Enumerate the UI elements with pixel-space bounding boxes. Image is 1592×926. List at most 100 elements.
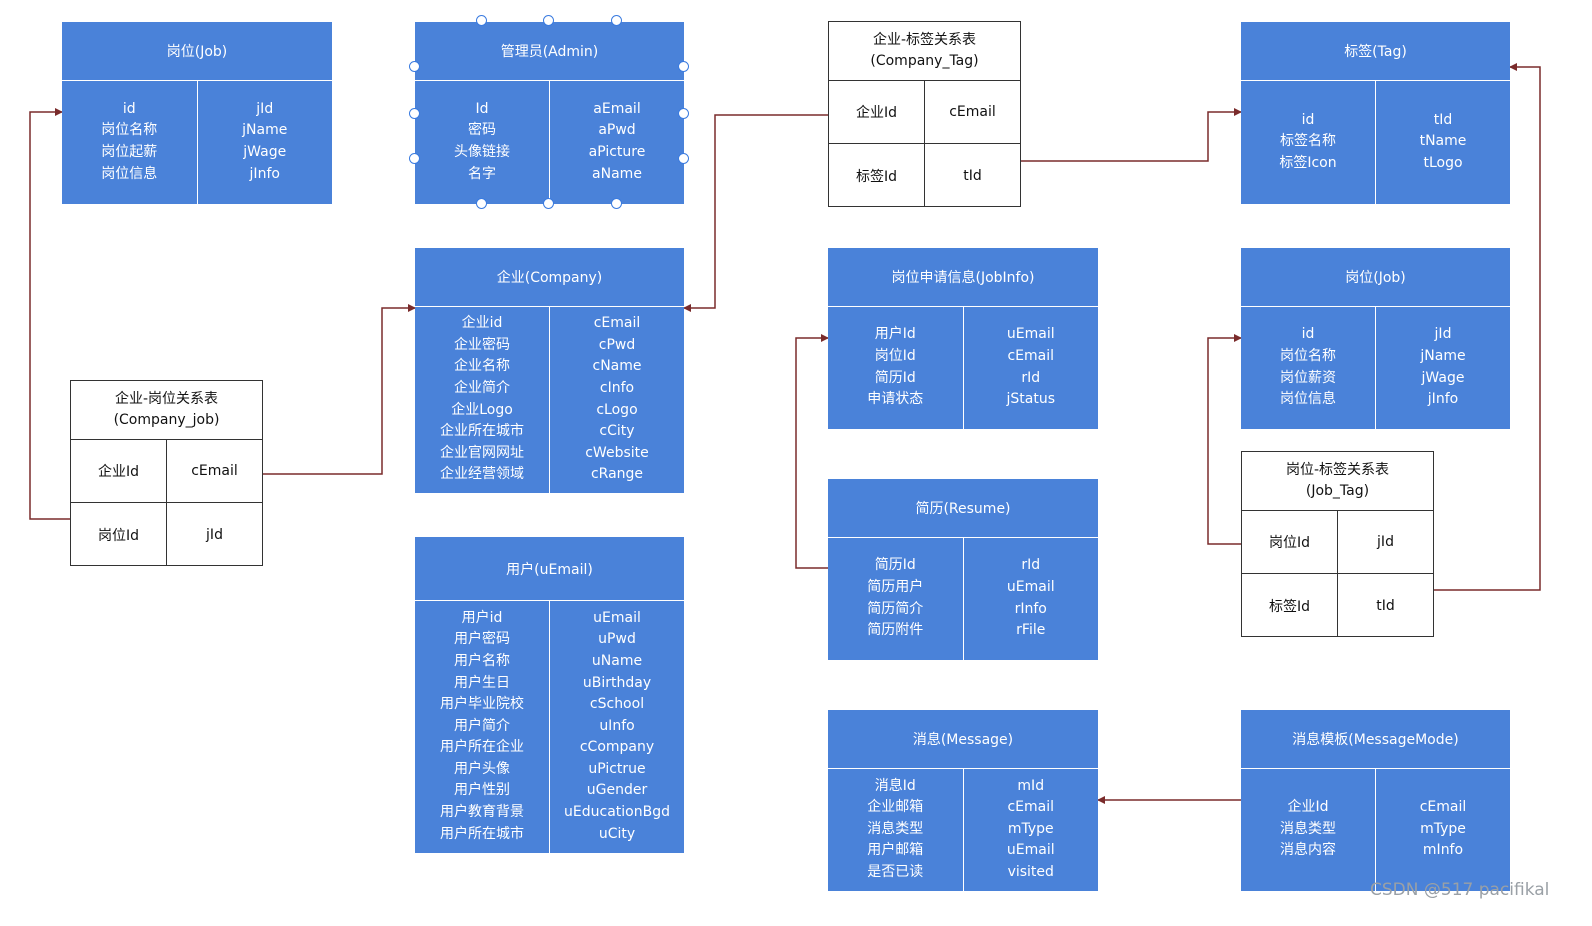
field-item: 岗位起薪: [101, 144, 158, 160]
field-item: uName: [591, 652, 643, 669]
entity-title: 简历(Resume): [828, 479, 1098, 538]
resize-handle[interactable]: [678, 108, 689, 119]
field-item: cPwd: [598, 336, 636, 353]
field-item: 用户id: [461, 609, 503, 626]
field-item: aPicture: [588, 144, 646, 160]
field-item: jInfo: [1427, 391, 1459, 408]
field-item: 企业名称: [454, 358, 510, 375]
field-item: mId: [1017, 777, 1045, 794]
resize-handle[interactable]: [611, 198, 622, 209]
connector-companyjob-to-company: [263, 304, 416, 475]
resize-handle[interactable]: [543, 198, 554, 209]
field-item: 岗位信息: [101, 165, 158, 182]
resize-handle[interactable]: [543, 15, 554, 26]
relation-subtitle: (Company_Tag): [870, 53, 979, 69]
field-item: 企业Logo: [451, 401, 513, 418]
field-item: id: [1301, 111, 1315, 128]
resize-handle[interactable]: [678, 61, 689, 72]
relation-job-tag[interactable]: 岗位-标签关系表 (Job_Tag) 岗位Id jId 标签Id tId: [1241, 451, 1434, 637]
field-item: uBirthday: [582, 674, 652, 691]
relation-field: 企业Id: [71, 439, 167, 502]
resize-handle[interactable]: [678, 153, 689, 164]
resize-handle[interactable]: [476, 198, 487, 209]
connector-companytag-to-tag: [1020, 108, 1242, 162]
field-item: 名字: [468, 165, 496, 182]
field-item: cCompany: [579, 739, 655, 756]
field-item: cRange: [590, 466, 644, 483]
relation-company-job[interactable]: 企业-岗位关系表 (Company_job) 企业Id cEmail 岗位Id …: [70, 380, 263, 566]
field-item: uGender: [586, 782, 648, 799]
field-item: jId: [1434, 326, 1452, 343]
relation-field: 标签Id: [1242, 574, 1338, 637]
field-item: uPwd: [598, 631, 636, 648]
entity-title: 标签(Tag): [1241, 22, 1510, 81]
field-item: cSchool: [589, 696, 645, 713]
field-item: aName: [592, 165, 642, 182]
field-item: 企业id: [461, 315, 503, 332]
relation-company-tag[interactable]: 企业-标签关系表 (Company_Tag) 企业Id cEmail 标签Id …: [828, 21, 1021, 207]
field-item: uCity: [598, 825, 636, 842]
field-item: 用户名称: [454, 652, 510, 669]
field-item: 用户性别: [454, 782, 510, 799]
relation-field: 岗位Id: [1242, 510, 1338, 573]
relation-title: 企业-岗位关系表: [114, 391, 219, 407]
resize-handle[interactable]: [409, 108, 420, 119]
field-item: tLogo: [1423, 154, 1463, 171]
field-item: 企业Id: [1287, 799, 1329, 816]
field-item: 岗位信息: [1280, 391, 1336, 408]
field-item: 消息Id: [874, 777, 916, 794]
field-item: 简历附件: [867, 622, 924, 639]
relation-subtitle: (Company_job): [113, 412, 220, 428]
field-item: jName: [1420, 347, 1466, 364]
field-item: 企业官网网址: [440, 444, 524, 461]
field-item: 用户密码: [454, 631, 510, 648]
relation-key: jId: [1377, 533, 1394, 550]
entity-title: 企业(Company): [415, 248, 684, 307]
field-item: jInfo: [249, 165, 280, 182]
connector-resume-to-jobinfo: [795, 334, 829, 569]
field-item: 企业邮箱: [867, 799, 924, 816]
field-item: tId: [1433, 111, 1453, 128]
resize-handle[interactable]: [611, 15, 622, 26]
field-item: 企业简介: [454, 379, 510, 396]
field-item: jName: [242, 122, 288, 139]
connector-jobtag-to-job: [1207, 334, 1242, 545]
field-item: 简历简介: [867, 600, 924, 617]
field-item: jWage: [1421, 369, 1465, 386]
resize-handle[interactable]: [476, 15, 487, 26]
field-item: uEmail: [1006, 578, 1055, 595]
field-item: uEmail: [1006, 842, 1055, 859]
field-item: 用户Id: [874, 326, 916, 343]
field-item: mType: [1420, 820, 1466, 837]
field-item: 企业经营领域: [440, 466, 524, 483]
field-item: 标签Icon: [1279, 154, 1337, 171]
field-item: 简历Id: [874, 557, 916, 574]
relation-key: jId: [206, 526, 223, 543]
resize-handle[interactable]: [409, 153, 420, 164]
field-item: cEmail: [1007, 799, 1055, 816]
resize-handle[interactable]: [409, 61, 420, 72]
field-item: cCity: [599, 423, 635, 440]
field-item: uInfo: [599, 717, 635, 734]
